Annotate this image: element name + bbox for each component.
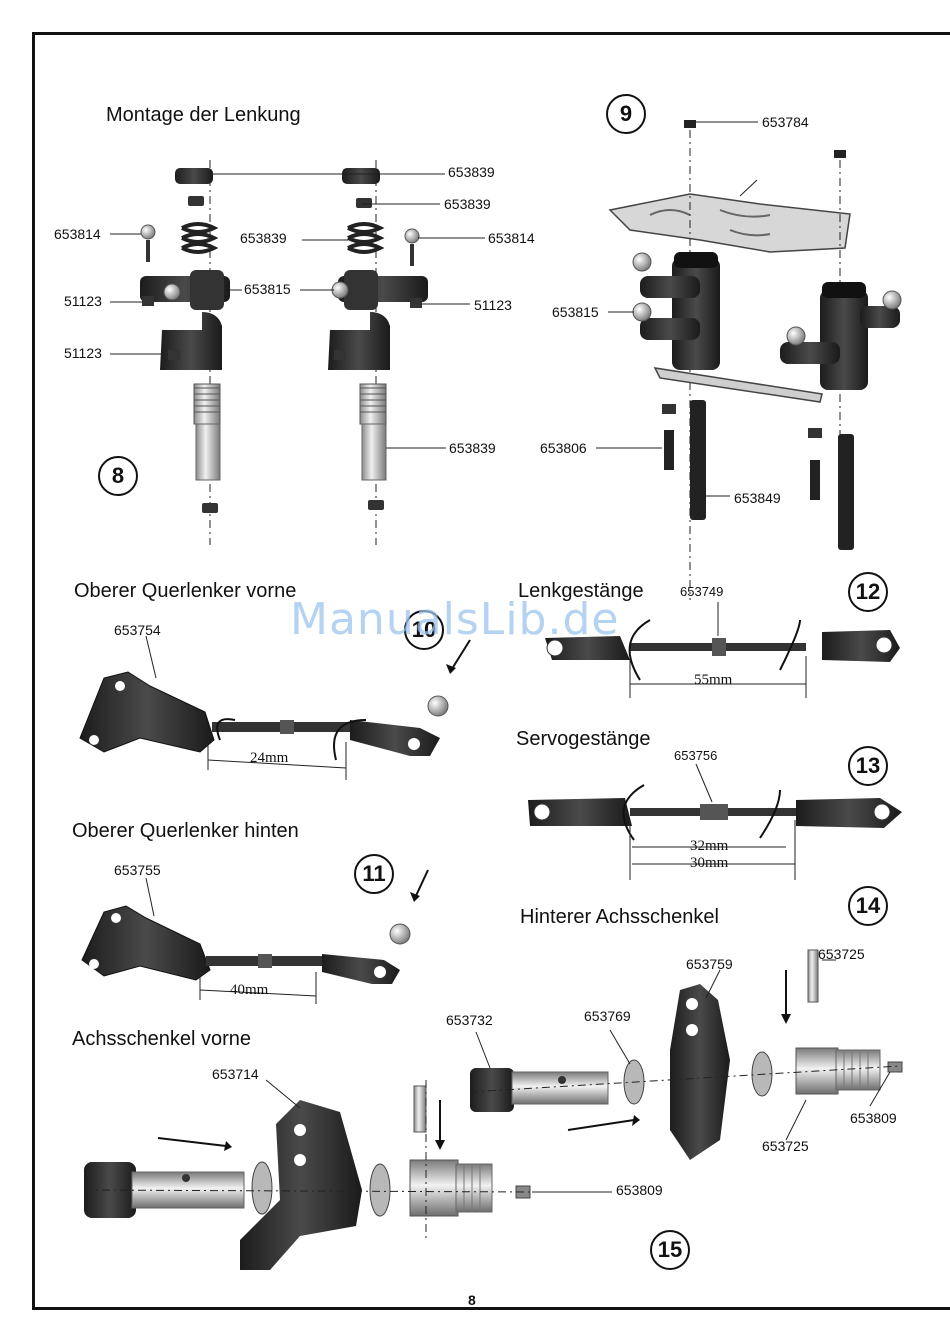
part-label: 653759 [686, 956, 733, 972]
step15-leaders [265, 1079, 612, 1193]
step15-knuckle [83, 1080, 531, 1270]
part-label: 51123 [64, 345, 102, 361]
watermark: ManualsLib.de [290, 594, 620, 645]
part-label: 653725 [818, 946, 865, 962]
section-title-front-knuckle: Achsschenkel vorne [72, 1028, 251, 1050]
part-label: 653815 [244, 281, 291, 297]
step-badge-12: 12 [848, 572, 888, 612]
step8-left-stack [140, 160, 230, 545]
step10-arm [79, 639, 471, 761]
section-title-upper-front: Oberer Querlenker vorne [74, 580, 297, 602]
step13-dims [629, 763, 796, 880]
part-label: 653849 [734, 490, 781, 506]
dimension-label: 30mm [690, 855, 729, 871]
dimension-label: 24mm [250, 750, 289, 766]
part-label: 51123 [64, 293, 102, 309]
step8-right-stack [328, 160, 428, 545]
part-label: 653749 [680, 584, 724, 599]
step10-dims [145, 635, 347, 780]
step14-knuckle [469, 949, 903, 1160]
page-number: 8 [468, 1292, 476, 1308]
part-label: 653839 [444, 196, 491, 212]
section-title-upper-rear: Oberer Querlenker hinten [72, 820, 299, 842]
dimension-label: 40mm [230, 982, 269, 998]
part-label: 653806 [540, 440, 587, 456]
part-label: 653756 [674, 748, 718, 763]
step-badge-10: 10 [404, 610, 444, 650]
step-badge-8: 8 [98, 456, 138, 496]
part-label: 51123 [474, 297, 512, 313]
dimension-label: 55mm [694, 672, 733, 688]
part-label: 653732 [446, 1012, 493, 1028]
part-label: 653714 [212, 1066, 259, 1082]
part-label: 653755 [114, 862, 161, 878]
part-label: 653809 [616, 1182, 663, 1198]
part-label: 653839 [449, 440, 496, 456]
step11-dims [145, 877, 317, 1004]
dimension-label: 32mm [690, 838, 729, 854]
part-label: 653815 [552, 304, 599, 320]
step9-assembly [608, 120, 902, 600]
step9-leaders [596, 121, 758, 497]
step13-link [528, 784, 902, 841]
part-label: 653814 [488, 230, 535, 246]
step-badge-15: 15 [650, 1230, 690, 1270]
part-label: 653754 [114, 622, 161, 638]
page-frame [32, 32, 950, 1310]
part-label: 653784 [762, 114, 809, 130]
part-label: 653769 [584, 1008, 631, 1024]
step-badge-14: 14 [848, 886, 888, 926]
section-title-steering-link: Lenkgestänge [518, 580, 644, 602]
part-label: 653814 [54, 226, 101, 242]
part-label: 653725 [762, 1138, 809, 1154]
part-label: 653809 [850, 1110, 897, 1126]
step-badge-13: 13 [848, 746, 888, 786]
step12-dims [629, 602, 807, 698]
step8-leaders [110, 173, 485, 449]
step11-arm [81, 869, 429, 984]
step12-link [545, 619, 900, 681]
part-label: 653839 [240, 230, 287, 246]
step14-leaders [475, 959, 891, 1141]
part-label: 653839 [448, 164, 495, 180]
section-title-servo-link: Servogestänge [516, 728, 651, 750]
step-badge-9: 9 [606, 94, 646, 134]
section-title-steering: Montage der Lenkung [106, 104, 301, 126]
section-title-rear-knuckle: Hinterer Achsschenkel [520, 906, 719, 928]
step-badge-11: 11 [354, 854, 394, 894]
